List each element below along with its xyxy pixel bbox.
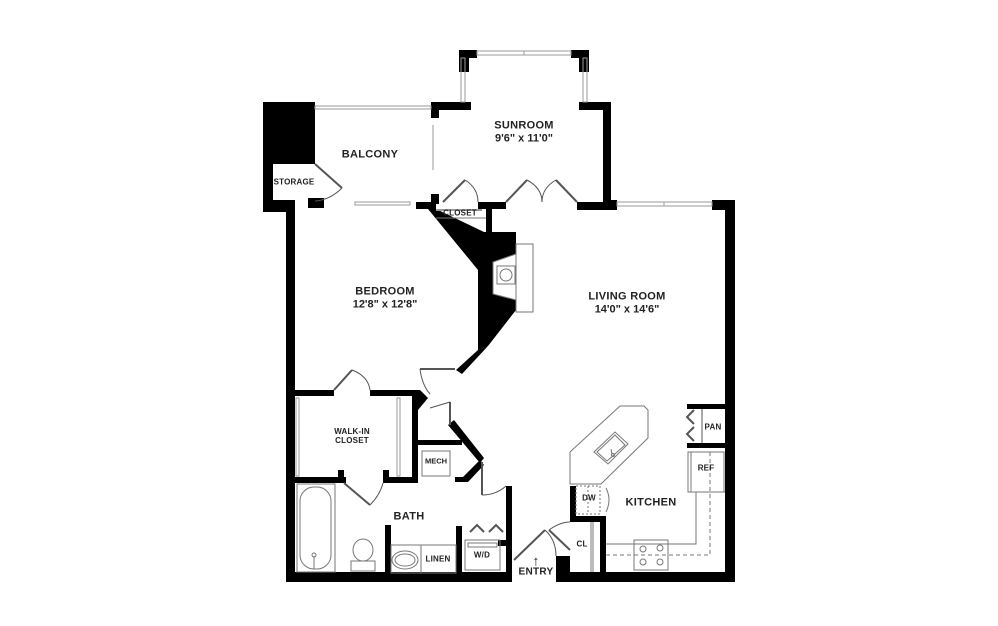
bedroom-dimensions: 12'8" x 12'8" [352, 298, 418, 310]
walls [263, 50, 735, 582]
windows [295, 50, 713, 477]
pan-label: PAN [704, 422, 722, 432]
dw-label: DW [582, 493, 596, 503]
balcony-label: BALCONY [341, 148, 399, 161]
closet-label: CLOSET [443, 208, 477, 218]
living-room-label: LIVING ROOM 14'0" x 14'6" [588, 290, 665, 315]
walk-in-closet-label: WALK-IN CLOSET [334, 427, 370, 445]
cl-label: CL [576, 539, 588, 549]
sunroom-name: SUNROOM [494, 119, 554, 132]
storage-label: STORAGE [273, 177, 315, 187]
sunroom-dimensions: 9'6" x 11'0" [495, 132, 553, 144]
entry-label: ENTRY [518, 566, 554, 578]
living-room-dimensions: 14'0" x 14'6" [594, 303, 660, 315]
kitchen-label: KITCHEN [625, 496, 677, 509]
entry-arrow-icon: ↑ [532, 552, 540, 569]
walk-in-closet-name: WALK-IN [334, 426, 370, 436]
bath-label: BATH [393, 510, 425, 523]
bedroom-name: BEDROOM [355, 285, 415, 298]
fixtures [296, 217, 725, 574]
sunroom-label: SUNROOM 9'6" x 11'0" [494, 119, 554, 144]
entry-marker: ↑ ENTRY [518, 552, 554, 578]
bedroom-label: BEDROOM 12'8" x 12'8" [353, 285, 418, 310]
ref-label: REF [697, 463, 715, 473]
mech-label: MECH [424, 456, 448, 466]
living-room-name: LIVING ROOM [588, 290, 666, 303]
doors [314, 163, 703, 561]
wd-label: W/D [473, 550, 491, 560]
walk-in-closet-name2: CLOSET [335, 436, 369, 445]
linen-label: LINEN [425, 554, 451, 564]
